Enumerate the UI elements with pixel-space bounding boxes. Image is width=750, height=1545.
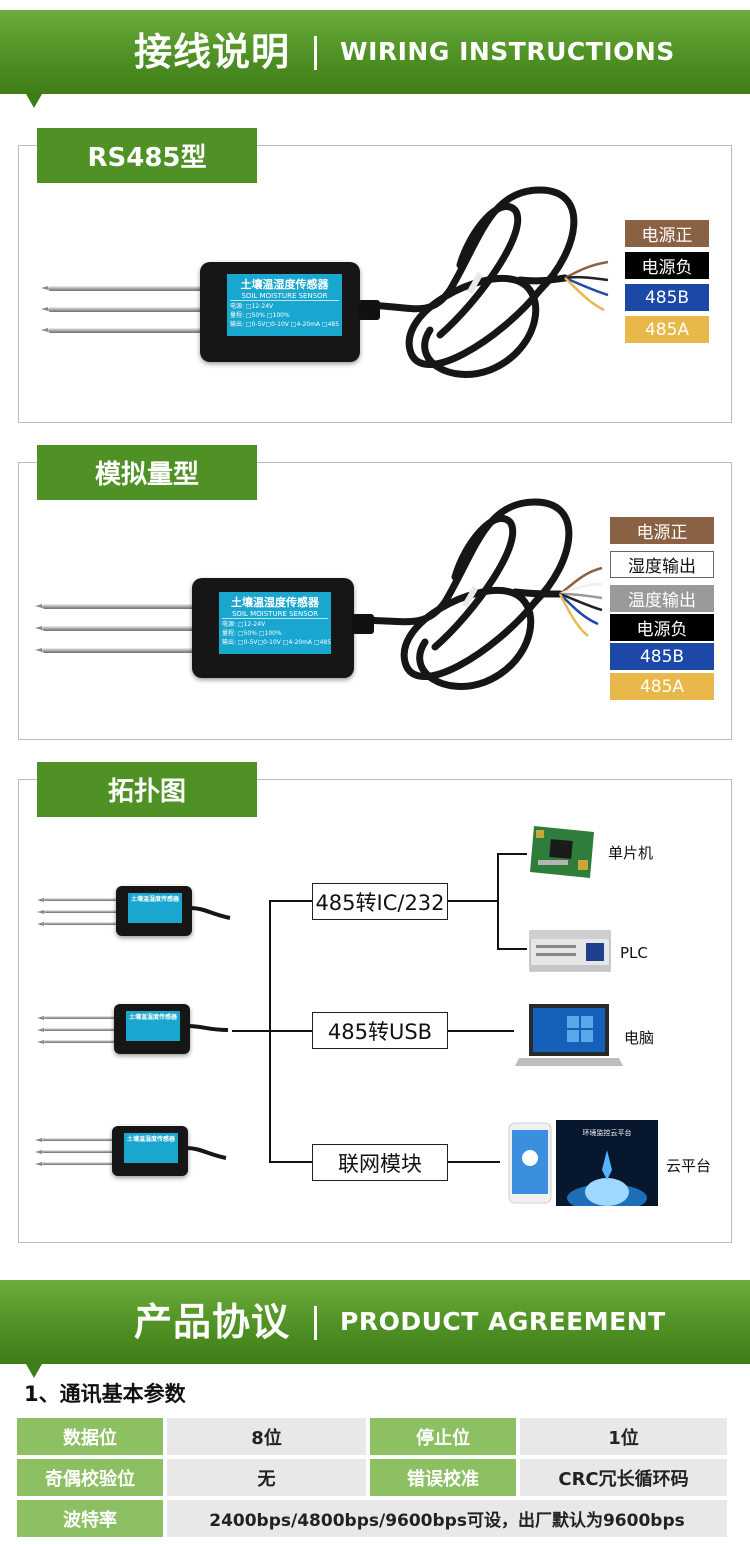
wiring-title-en: WIRING INSTRUCTIONS — [340, 37, 675, 66]
param-key: 奇偶校验位 — [17, 1459, 163, 1496]
converter-485-ic232: 485转IC/232 — [312, 883, 448, 920]
connector-line — [448, 1161, 500, 1163]
param-key: 错误校准 — [370, 1459, 516, 1496]
connector-line — [269, 1030, 313, 1032]
sensor-label-line: 量程: □50% □100% — [230, 312, 290, 319]
probe — [35, 1138, 118, 1142]
probe — [41, 286, 208, 291]
cloud-graphic — [567, 1150, 647, 1206]
sensor-label-line: 电源: □12-24V — [222, 621, 266, 628]
probe — [37, 1016, 120, 1020]
sensor-label-title: 土壤温湿度传感器 — [128, 1014, 177, 1021]
probe — [35, 626, 202, 631]
probe — [37, 898, 120, 902]
banner-divider — [314, 1306, 317, 1340]
sensor-label-title: 土壤温湿度传感器 — [240, 278, 329, 291]
connector-line — [269, 1161, 313, 1163]
sensor-label-title: 土壤温湿度传感器 — [231, 596, 319, 609]
rs485-tab: RS485型 — [37, 128, 257, 183]
probe — [35, 648, 202, 653]
param-key: 停止位 — [370, 1418, 516, 1455]
rs485-cable — [356, 186, 609, 378]
analog-tab: 模拟量型 — [37, 445, 257, 500]
sensor-label: 土壤温湿度传感器 — [124, 1133, 178, 1163]
wiring-title-cn: 接线说明 — [133, 30, 290, 74]
pc-label: 电脑 — [624, 1029, 655, 1047]
connector-line — [497, 853, 499, 950]
phone-image — [508, 1122, 552, 1204]
param-key: 数据位 — [17, 1418, 163, 1455]
cloud-screen-title: 环境监控云平台 — [582, 1129, 632, 1137]
connector-line — [497, 948, 527, 950]
sensor-label-title: 土壤温湿度传感器 — [126, 1136, 175, 1143]
param-value: 1位 — [520, 1418, 727, 1455]
sensor-label: 土壤温湿度传感器 — [128, 893, 182, 923]
agreement-banner: 产品协议 PRODUCT AGREEMENT — [0, 1280, 750, 1378]
sensor-cable — [190, 906, 231, 920]
mcu-label: 单片机 — [608, 844, 654, 862]
connector-line — [448, 900, 498, 902]
rs485-wire-power-neg: 电源负 — [625, 252, 709, 279]
probe — [35, 1150, 118, 1154]
banner-divider — [314, 36, 317, 70]
rs485-wire-485a: 485A — [625, 316, 709, 343]
connector-line — [269, 900, 313, 902]
network-module: 联网模块 — [312, 1144, 448, 1181]
param-value: 无 — [167, 1459, 366, 1496]
analog-cable — [351, 498, 603, 690]
cloud-label: 云平台 — [666, 1157, 712, 1175]
sensor-cable — [186, 1146, 227, 1160]
agreement-title-en: PRODUCT AGREEMENT — [340, 1307, 666, 1336]
wiring-banner: 接线说明 WIRING INSTRUCTIONS — [0, 10, 750, 108]
laptop-image — [515, 1004, 623, 1066]
plc-image — [529, 930, 611, 972]
cable-gland — [358, 300, 380, 320]
probe — [37, 1028, 120, 1032]
params-title: 1、通讯基本参数 — [24, 1382, 186, 1406]
probe — [37, 910, 120, 914]
probe — [37, 1040, 120, 1044]
rs485-panel — [18, 145, 732, 423]
sensor-label-subtitle: SOIL MOISTURE SENSOR — [230, 292, 339, 301]
analog-wire-power-pos: 电源正 — [610, 517, 714, 544]
mcu-board-image — [530, 826, 594, 878]
sensor-label-title: 土壤温湿度传感器 — [130, 896, 179, 903]
sensor-cable — [188, 1024, 229, 1032]
sensor-label: 土壤温湿度传感器 SOIL MOISTURE SENSOR 电源: □12-24… — [227, 274, 342, 336]
analog-wire-power-neg: 电源负 — [610, 614, 714, 641]
sensor-label: 土壤温湿度传感器 — [126, 1011, 180, 1041]
sensor-label-line: 量程: □50% □100% — [222, 630, 282, 637]
cloud-platform-image: 环境监控云平台 — [556, 1120, 658, 1206]
analog-wire-humidity-out: 湿度输出 — [610, 551, 714, 578]
plc-label: PLC — [620, 944, 648, 962]
rs485-wire-485b: 485B — [625, 284, 709, 311]
probe — [35, 604, 202, 609]
param-key: 波特率 — [17, 1500, 163, 1537]
probe — [35, 1162, 118, 1166]
probe — [37, 922, 120, 926]
cable-gland — [352, 614, 374, 634]
topology-tab: 拓扑图 — [37, 762, 257, 817]
analog-wire-485b: 485B — [610, 643, 714, 670]
rs485-wire-power-pos: 电源正 — [625, 220, 709, 247]
param-value: CRC冗长循环码 — [520, 1459, 727, 1496]
converter-485-usb: 485转USB — [312, 1012, 448, 1049]
connector-line — [448, 1030, 514, 1032]
sensor-label: 土壤温湿度传感器 SOIL MOISTURE SENSOR 电源: □12-24… — [219, 592, 331, 654]
probe — [41, 307, 208, 312]
probe — [41, 328, 208, 333]
analog-wire-temperature-out: 温度输出 — [610, 585, 714, 612]
sensor-label-subtitle: SOIL MOISTURE SENSOR — [222, 610, 328, 619]
connector-line — [497, 853, 527, 855]
agreement-title-cn: 产品协议 — [133, 1300, 290, 1344]
sensor-label-line: 输出: □0-5V□0-10V □4-20mA □485 — [230, 321, 340, 328]
param-value: 8位 — [167, 1418, 366, 1455]
sensor-label-line: 电源: □12-24V — [230, 303, 274, 310]
connector-line — [232, 1030, 270, 1032]
sensor-label-line: 输出: □0-5V□0-10V □4-20mA □485 — [222, 639, 331, 646]
analog-wire-485a: 485A — [610, 673, 714, 700]
param-value: 2400bps/4800bps/9600bps可设，出厂默认为9600bps — [167, 1500, 727, 1537]
